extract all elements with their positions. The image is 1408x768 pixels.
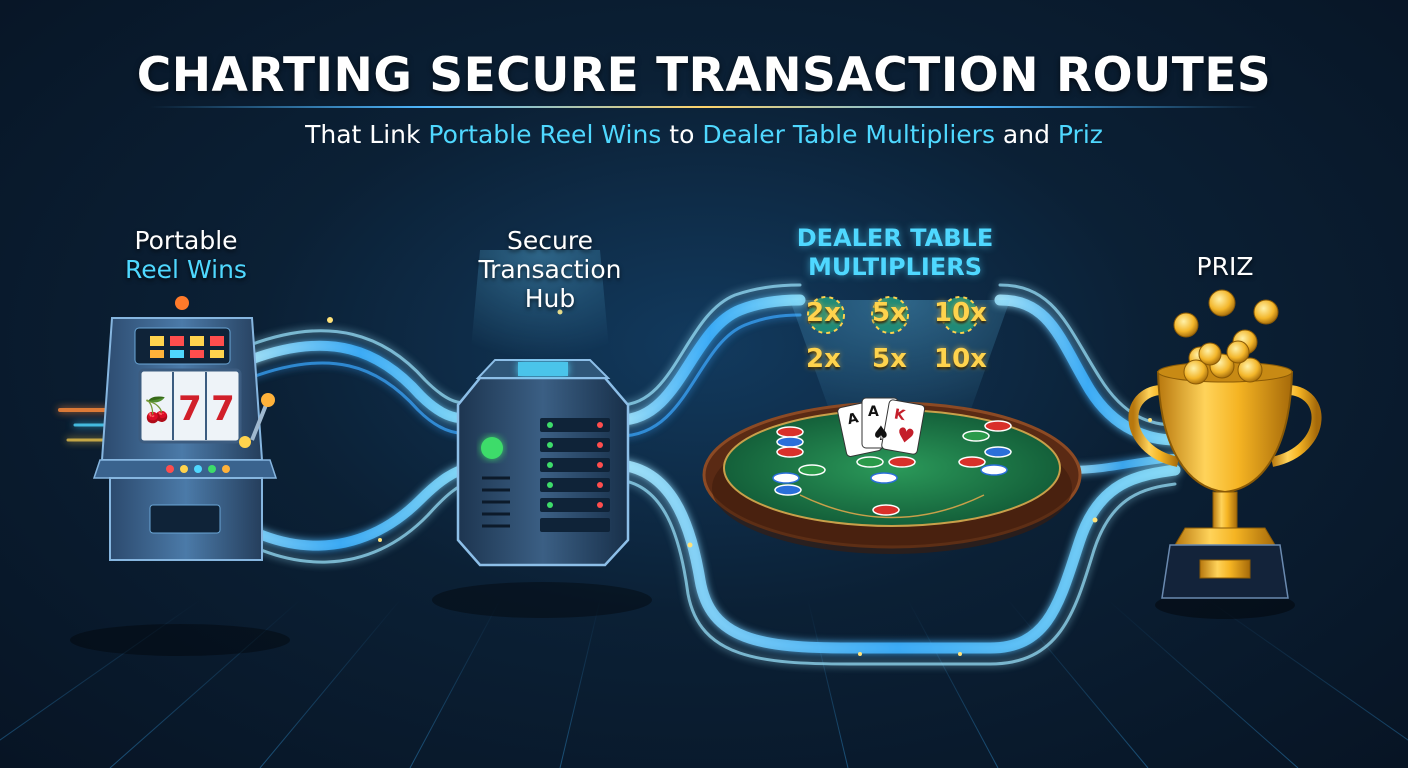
slot-machine-illustration: 🍒 7 7 bbox=[70, 296, 290, 656]
reel-symbol-3: 7 bbox=[211, 389, 235, 429]
hub-label-line1: Secure bbox=[507, 226, 593, 255]
card-3: K bbox=[893, 406, 908, 424]
subtitle-text-2: to bbox=[661, 120, 703, 149]
card-2: A bbox=[868, 404, 879, 420]
dealer-table-illustration: A A K ♠ ♥ bbox=[702, 296, 1082, 554]
lights-panel bbox=[150, 336, 224, 358]
prize-node-label: PRIZ bbox=[1196, 252, 1254, 281]
svg-text:♠: ♠ bbox=[872, 421, 890, 445]
stream-dealer-prize-upper bbox=[994, 294, 1181, 446]
hub-vents bbox=[482, 476, 510, 528]
stream-slot-hub-upper bbox=[245, 340, 475, 424]
multiplier-row1-item3: 10x bbox=[934, 298, 987, 328]
multiplier-chips bbox=[807, 296, 979, 334]
transaction-streams bbox=[58, 283, 1181, 666]
subtitle-highlight-3: Priz bbox=[1057, 120, 1103, 149]
hub-label-line2: Transaction bbox=[478, 255, 622, 284]
multiplier-row2-item1: 2x bbox=[806, 344, 841, 374]
card-1: A bbox=[846, 410, 860, 428]
dealer-label-line2: MULTIPLIERS bbox=[808, 253, 982, 281]
title-divider bbox=[150, 106, 1258, 108]
secure-hub-illustration bbox=[432, 250, 652, 618]
slot-node-label: Portable Reel Wins bbox=[86, 226, 286, 284]
svg-text:♥: ♥ bbox=[895, 422, 917, 449]
subtitle-highlight-1: Portable Reel Wins bbox=[428, 120, 662, 149]
hub-node-label: Secure Transaction Hub bbox=[440, 226, 660, 313]
hub-label-line3: Hub bbox=[524, 284, 576, 313]
trophy-illustration bbox=[1128, 289, 1322, 619]
subtitle-highlight-2: Dealer Table Multipliers bbox=[702, 120, 995, 149]
coin-pile bbox=[1183, 340, 1263, 385]
multiplier-row1-item2: 5x bbox=[872, 298, 907, 328]
stream-hub-dealer-upper bbox=[614, 294, 806, 426]
playing-cards: A A K ♠ ♥ bbox=[837, 397, 926, 457]
hub-spotlight bbox=[470, 250, 610, 360]
subtitle-text-1: That Link bbox=[305, 120, 429, 149]
reel-symbol-1: 🍒 bbox=[142, 396, 172, 424]
reel-symbol-2: 7 bbox=[178, 389, 202, 429]
page-subtitle: That Link Portable Reel Wins to Dealer T… bbox=[0, 120, 1408, 149]
multiplier-row2-item3: 10x bbox=[934, 344, 987, 374]
multiplier-row2-item2: 5x bbox=[872, 344, 907, 374]
slot-label-line2: Reel Wins bbox=[125, 255, 247, 284]
page-title: CHARTING SECURE TRANSACTION ROUTES bbox=[136, 48, 1272, 103]
dealer-label-line1: DEALER TABLE bbox=[796, 224, 994, 252]
stream-hub-prize-lower bbox=[614, 459, 1181, 654]
dealer-node-label: DEALER TABLE MULTIPLIERS bbox=[740, 224, 1050, 282]
slot-label-line1: Portable bbox=[134, 226, 238, 255]
button-row bbox=[166, 465, 230, 473]
multiplier-row1-item1: 2x bbox=[806, 298, 841, 328]
hub-rack-slots bbox=[540, 418, 610, 532]
chip-stacks bbox=[772, 420, 1012, 516]
subtitle-text-3: and bbox=[994, 120, 1058, 149]
